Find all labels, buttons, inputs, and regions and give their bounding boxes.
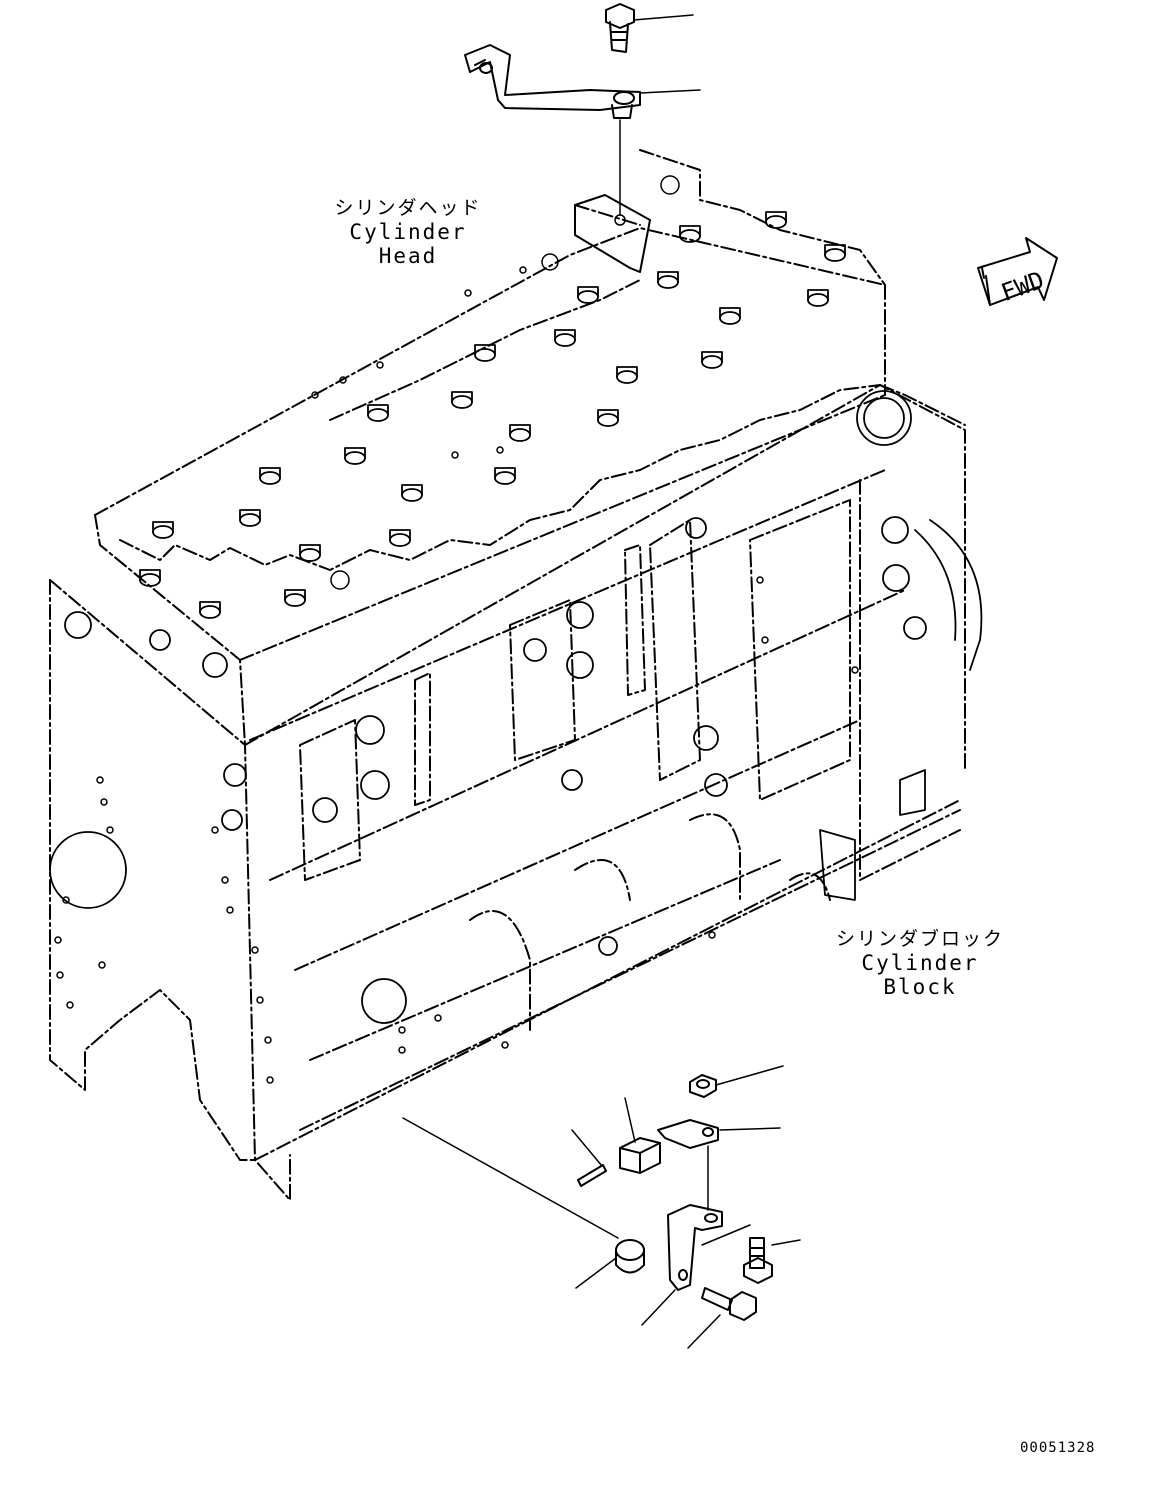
head-bolt	[597, 409, 619, 427]
bushing	[615, 1239, 645, 1274]
cylinder-head-label: シリンダヘッド Cylinder Head	[318, 197, 498, 268]
head-bolt	[616, 366, 638, 384]
block-small-holes	[54, 266, 859, 1084]
head-bolt	[344, 447, 366, 465]
block-ports	[49, 390, 927, 1024]
cylinder-head-label-jp: シリンダヘッド	[334, 197, 482, 219]
water-pipe	[819, 519, 983, 901]
head-bolt	[152, 521, 174, 539]
head-bolt	[701, 351, 723, 369]
cylinder-block-outline	[49, 384, 966, 1201]
cylinder-block-label-en: Cylinder Block	[861, 950, 979, 999]
head-bolt	[679, 225, 701, 243]
cylinder-block-label: シリンダブロック Cylinder Block	[825, 928, 1015, 999]
drawing-number: 00051328	[1020, 1440, 1096, 1456]
head-bolt	[139, 569, 161, 587]
head-bolt	[807, 289, 829, 307]
cylinder-head-outline	[94, 149, 886, 746]
head-bolt	[719, 307, 741, 325]
fwd-label: FWD	[997, 266, 1047, 307]
head-bolt	[451, 391, 473, 409]
head-bolts	[139, 211, 846, 619]
head-bolt	[239, 509, 261, 527]
bolt-diagonal	[701, 1287, 757, 1321]
head-bolt	[259, 467, 281, 485]
bolt-upright	[743, 1237, 773, 1284]
head-bolt	[389, 529, 411, 547]
head-bolt	[657, 271, 679, 289]
head-bolt	[199, 601, 221, 619]
lift-bracket	[464, 44, 641, 119]
head-bolt	[299, 544, 321, 562]
top-bolt	[605, 3, 635, 53]
head-bolt	[367, 404, 389, 422]
head-bolt	[824, 244, 846, 262]
hex-nut	[689, 1074, 717, 1098]
head-bolt	[401, 484, 423, 502]
head-bolt	[494, 467, 516, 485]
cylinder-block-label-jp: シリンダブロック	[835, 928, 1004, 950]
l-bracket	[667, 1204, 723, 1291]
connector	[619, 1137, 661, 1174]
head-bolt	[509, 424, 531, 442]
cylinder-head-label-en: Cylinder Head	[349, 219, 467, 268]
lower-parts	[402, 1074, 773, 1321]
clip-tab	[657, 1119, 719, 1149]
pin	[577, 1164, 607, 1187]
head-bolt	[577, 286, 599, 304]
head-bolt	[554, 329, 576, 347]
head-bolt	[765, 211, 787, 229]
fwd-arrow-icon	[977, 237, 1058, 306]
leader-lines	[571, 14, 801, 1349]
head-bolt	[284, 589, 306, 607]
head-bolt	[474, 344, 496, 362]
top-bracket-assembly	[464, 3, 651, 273]
